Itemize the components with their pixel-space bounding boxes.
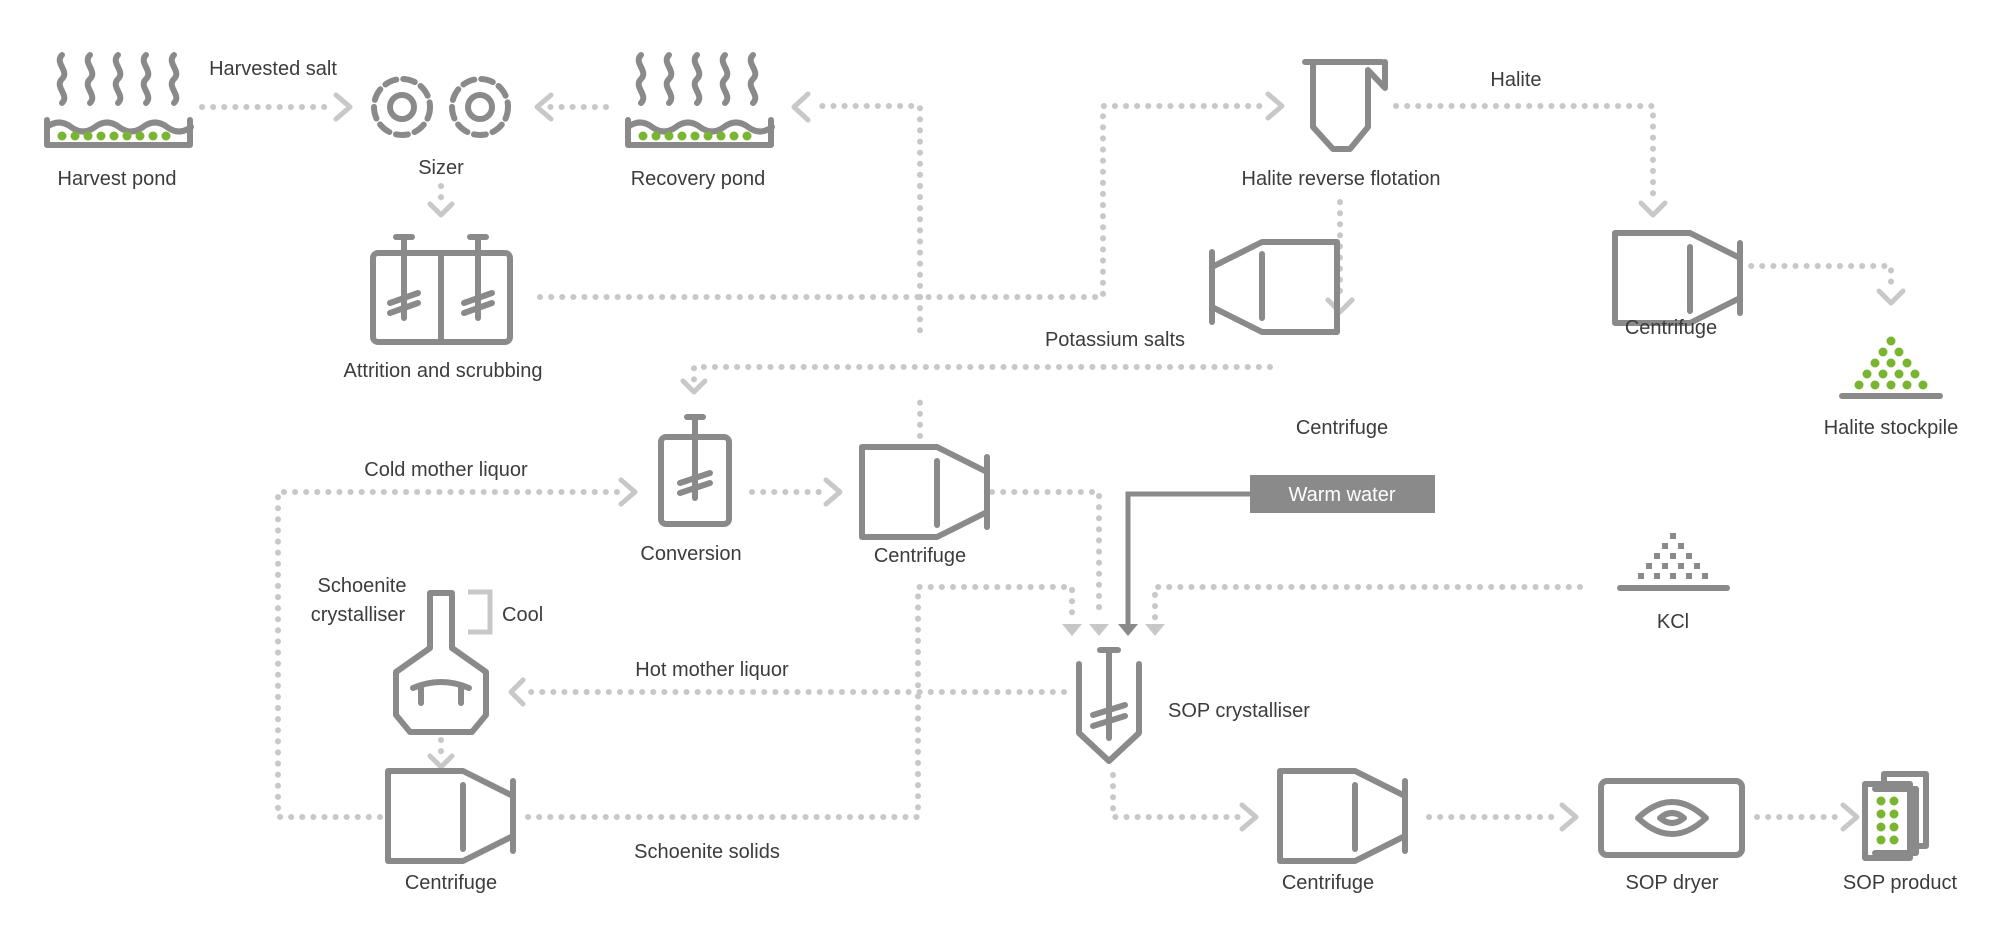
arrow-down-sop-1 (1062, 624, 1082, 636)
centrifuge-halite-icon (1615, 233, 1740, 323)
recovery-pond-icon (625, 55, 775, 148)
arrow-right-sop-centrifuge (1239, 802, 1259, 832)
kcl-label: KCl (1657, 611, 1689, 633)
arrow-down-centrifuge-potassium (1325, 297, 1355, 315)
conversion-label: Conversion (640, 543, 741, 565)
centrifuge-sop-icon (1280, 771, 1405, 861)
flow-halite (1393, 103, 1656, 203)
arrow-left-schoenite (508, 677, 526, 707)
flow-cold-mother-liquor (275, 489, 623, 820)
halite-stockpile-icon (1839, 336, 1943, 399)
arrow-down-conversion (680, 378, 708, 395)
centrifuge-conversion-icon (862, 447, 987, 537)
centrifuge-halite-label: Centrifuge (1625, 317, 1717, 339)
kcl-pile-icon (1617, 533, 1730, 591)
arrow-left-sizer (534, 92, 554, 122)
cool-label: Cool (502, 604, 543, 626)
flow-to-recovery-pond (809, 103, 923, 300)
schoenite-solids-label: Schoenite solids (634, 841, 780, 863)
arrow-down-centrifuge-halite (1638, 200, 1668, 218)
sop-product-bags-icon (1862, 771, 1929, 861)
arrow-right-dryer (1559, 802, 1579, 832)
flow-lines (199, 103, 1894, 820)
halite-flotation-icon (1302, 59, 1388, 152)
potassium-salts-label: Potassium salts (1045, 329, 1185, 351)
flow-centrifuge-to-stockpile (1737, 263, 1894, 288)
centrifuge-potassium-label: Centrifuge (1296, 417, 1388, 439)
flow-potassium-salts (691, 364, 1273, 383)
warm-water-group: Warm water (1125, 475, 1435, 626)
schoenite-crystalliser-icon (393, 589, 493, 735)
flow-attrition-main (537, 103, 1263, 300)
sop-dryer-icon (1598, 778, 1745, 858)
flow-kcl (1152, 584, 1583, 621)
arrow-down-stockpile (1876, 288, 1906, 306)
centrifuge-conversion-label: Centrifuge (874, 545, 966, 567)
schoenite-crystalliser-label-1: Schoenite (318, 575, 407, 597)
harvest-pond-icon (44, 55, 194, 148)
flow-centrifuge-to-sop (989, 489, 1102, 621)
arrow-down-sop-4 (1145, 624, 1165, 636)
arrow-right-centrifuge-conversion (823, 477, 843, 507)
hot-mother-liquor-label: Hot mother liquor (635, 659, 789, 681)
arrow-right-sizer (333, 92, 353, 122)
sop-dryer-label: SOP dryer (1626, 872, 1719, 894)
flow-sop-to-centrifuge (1110, 772, 1243, 820)
sizer-label: Sizer (418, 157, 464, 179)
harvest-pond-label: Harvest pond (58, 168, 177, 190)
arrow-left-recovery (791, 91, 811, 123)
sizer-gears-icon (371, 76, 511, 138)
attrition-label: Attrition and scrubbing (343, 360, 542, 382)
flow-schoenite-solids (525, 584, 1075, 820)
recovery-pond-label: Recovery pond (631, 168, 766, 190)
warm-water-pipe (1125, 491, 1250, 626)
centrifuge-schoenite-icon (388, 771, 513, 861)
arrowheads (333, 91, 1906, 832)
halite-flotation-label: Halite reverse flotation (1242, 168, 1441, 190)
conversion-tank-icon (658, 414, 732, 527)
arrow-right-product (1840, 802, 1860, 832)
warm-water-box (1250, 475, 1435, 513)
halite-stockpile-label: Halite stockpile (1824, 417, 1959, 439)
schoenite-crystalliser-label-2: crystalliser (311, 604, 406, 626)
centrifuge-schoenite-label: Centrifuge (405, 872, 497, 894)
arrow-down-attrition (427, 201, 455, 218)
centrifuge-potassium-icon (1212, 242, 1337, 332)
cold-mother-liquor-label: Cold mother liquor (364, 459, 528, 481)
arrow-right-flotation (1265, 91, 1285, 121)
halite-label: Halite (1490, 69, 1541, 91)
arrow-down-schoenite-centrifuge (427, 753, 455, 770)
sop-product-label: SOP product (1843, 872, 1958, 894)
warm-water-label: Warm water (1288, 484, 1395, 506)
arrow-down-sop-2 (1089, 624, 1109, 636)
attrition-tank-icon (370, 234, 513, 345)
sop-crystalliser-icon (1076, 647, 1142, 764)
centrifuge-sop-label: Centrifuge (1282, 872, 1374, 894)
arrow-down-sop-water (1118, 624, 1138, 636)
harvested-salt-label: Harvested salt (209, 58, 337, 80)
sop-crystalliser-label: SOP crystalliser (1168, 700, 1310, 722)
arrow-right-conversion (618, 477, 638, 507)
